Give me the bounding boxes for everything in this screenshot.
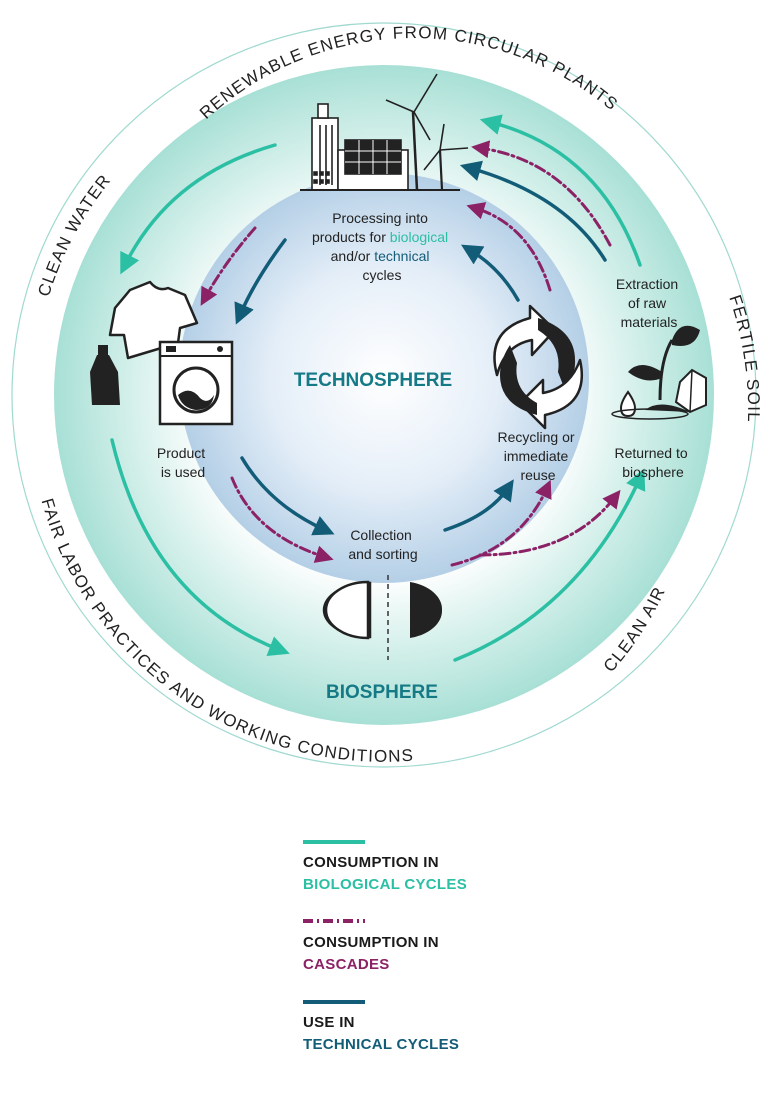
legend-label-line2: TECHNICAL CYCLES [303, 1036, 460, 1053]
legend-label-line1: CONSUMPTION IN [303, 854, 439, 871]
circular-economy-diagram: RENEWABLE ENERGY FROM CIRCULAR PLANTS CL… [11, 22, 763, 768]
t-shirt-icon [108, 280, 199, 360]
cascade-arrow-to-collection [230, 476, 334, 563]
tech-arrow-extraction-to-processing [459, 160, 607, 262]
legend-item-cascades: CONSUMPTION IN CASCADES [303, 919, 603, 1000]
washing-machine-icon [158, 340, 234, 426]
recycling-label: Recycling or immediate reuse [498, 429, 579, 483]
product-used-label: Product is used [157, 445, 209, 480]
processing-label: Processing into products for biological … [312, 210, 452, 283]
bio-arrow-to-returned [453, 468, 646, 662]
legend-line-technical [303, 1000, 365, 1004]
extraction-label: Extraction of raw materials [616, 276, 682, 330]
outer-boundary-ring [11, 22, 757, 768]
cascade-arrow-to-product [200, 226, 257, 306]
legend-item-technical: USE IN TECHNICAL CYCLES [303, 1000, 603, 1080]
factory-solar-wind-icon [300, 73, 469, 191]
legend-line-biological [303, 840, 365, 844]
tech-arrow-to-product [234, 238, 287, 325]
cascade-arrow-to-recycling [450, 479, 552, 567]
cascade-arrow-recycling-to-processing [466, 202, 552, 292]
legend: CONSUMPTION IN BIOLOGICAL CYCLES CONSUMP… [303, 840, 603, 1080]
returned-label: Returned to biosphere [614, 445, 691, 480]
bio-arrow-to-processing [479, 114, 642, 267]
tech-arrow-to-collection [240, 456, 335, 536]
legend-label-line2: CASCADES [303, 956, 390, 973]
plant-crystal-water-icon [611, 325, 707, 420]
ring-label-right: FERTILE SOIL [725, 293, 763, 423]
legend-label-line1: USE IN [303, 1014, 355, 1031]
legend-line-cascades [303, 919, 365, 923]
cascade-arrow-to-returned [478, 489, 621, 557]
bio-arrow-to-product [120, 143, 277, 275]
tech-arrow-to-recycling [443, 479, 514, 532]
legend-label-line1: CONSUMPTION IN [303, 934, 439, 951]
legend-label-line2: BIOLOGICAL CYCLES [303, 876, 467, 893]
tech-arrow-recycling-to-processing [460, 244, 520, 302]
legend-item-biological: CONSUMPTION IN BIOLOGICAL CYCLES [303, 840, 603, 920]
biosphere-label: BIOSPHERE [326, 682, 438, 703]
half-circles-split-icon [322, 575, 443, 660]
technosphere-disc [179, 173, 589, 583]
collection-label: Collection and sorting [348, 527, 417, 562]
technosphere-label: TECHNOSPHERE [294, 370, 452, 391]
cascade-arrow-extraction-to-processing [471, 140, 612, 247]
bottle-icon [90, 345, 120, 405]
bio-arrow-to-biosphere [110, 438, 290, 657]
recycle-arrows-icon [493, 304, 584, 430]
